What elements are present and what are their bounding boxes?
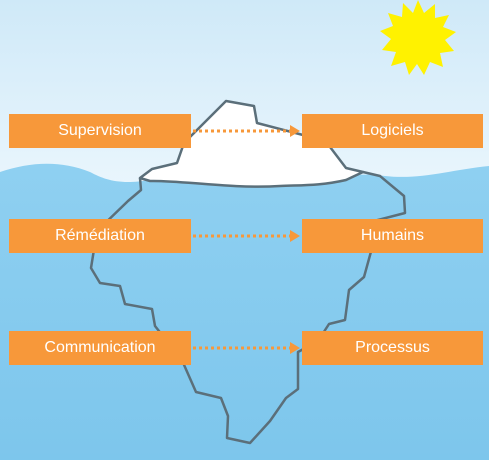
processus-box: Processus: [302, 331, 483, 365]
dotted-arrow-icon: [193, 230, 300, 242]
sea-background: [0, 163, 489, 460]
logiciels-box: Logiciels: [302, 114, 483, 148]
remediation-box: Rémédiation: [9, 219, 191, 253]
supervision-box: Supervision: [9, 114, 191, 148]
connector-arrows: [193, 125, 300, 354]
sun-icon: [380, 0, 456, 75]
communication-box: Communication: [9, 331, 191, 365]
dotted-arrow-icon: [193, 342, 300, 354]
dotted-arrow-icon: [193, 125, 300, 137]
humains-box: Humains: [302, 219, 483, 253]
